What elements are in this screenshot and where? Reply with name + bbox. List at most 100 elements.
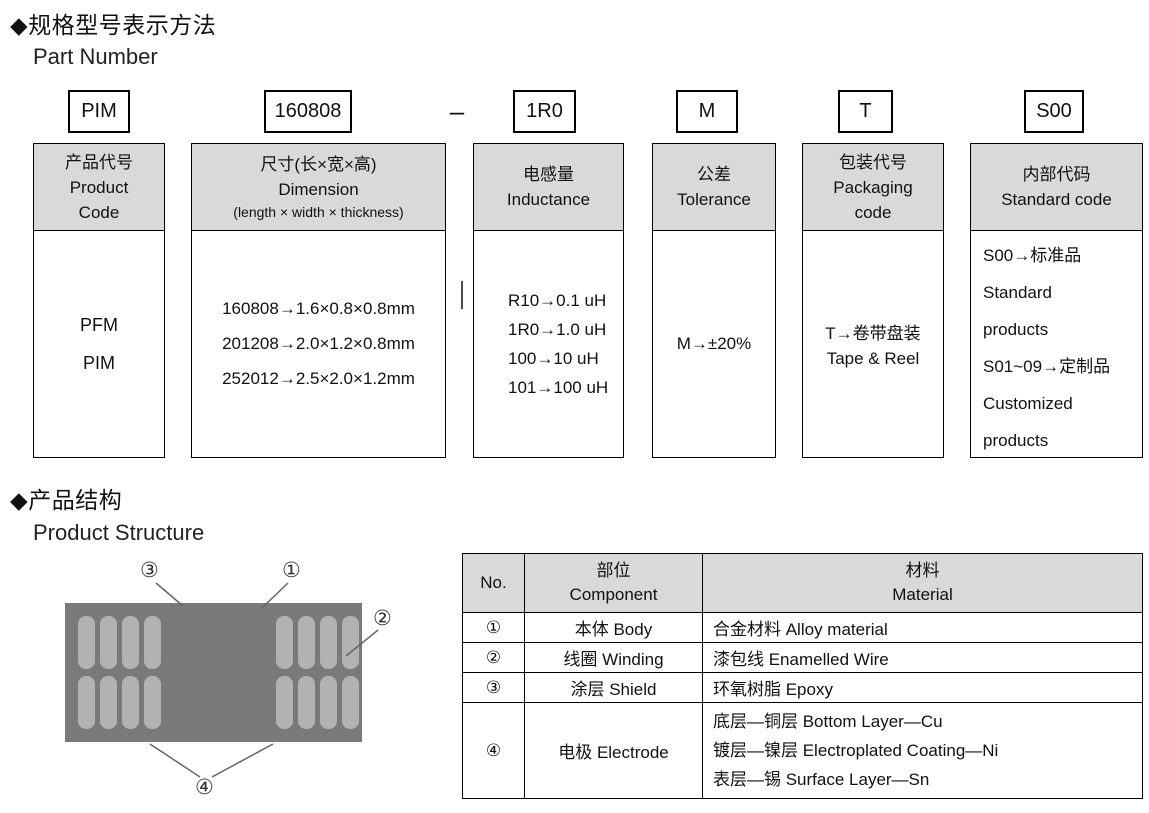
cell-component: 电极 Electrode [524,702,703,799]
section-title-part-number-cn: ◆规格型号表示方法 [10,12,217,38]
cell-material: 合金材料 Alloy material [702,612,1143,643]
pn-column-inductance-header: 电感量 Inductance [474,144,623,231]
body-line: 160808→1.6×0.8×0.8mm [222,299,415,318]
electrode-pad [298,676,315,729]
callout-shield: ③ [140,559,159,582]
material-line: 镀层—镍层 Electroplated Coating—Ni [713,741,999,760]
header-line: 包装代号 [839,152,907,172]
header-line: 电感量 [523,165,574,184]
segment-inductance: 1R0 [513,90,576,133]
pn-column-tolerance-body: M→±20% [653,231,775,457]
pn-column-inductance: 电感量 Inductance R10→0.1 uH 1R0→1.0 uH 100… [473,143,624,458]
body-line: 201208→2.0×1.2×0.8mm [222,334,415,353]
callout-winding: ② [373,607,392,630]
body-line: products [983,431,1049,450]
body-line: T→卷带盘装 [825,324,921,343]
structure-table: No. 部位 Component 材料 Material ① 本体 Body 合… [462,553,1143,799]
col-header-component: 部位 Component [524,553,703,613]
cell-no: ① [462,612,525,643]
body-line: Tape & Reel [826,349,920,368]
body-line: 101→100 uH [508,377,609,397]
material-line: 表层—锡 Surface Layer—Sn [713,770,930,789]
body-line: 1R0→1.0 uH [508,319,607,339]
table-row-shield: ③ 涂层 Shield 环氧树脂 Epoxy [462,672,1143,703]
callout-body: ① [282,559,301,582]
pn-column-standard-code-header: 内部代码 Standard code [971,144,1142,231]
electrode-pad [100,616,117,669]
material-line: 漆包线 Enamelled Wire [713,650,889,669]
cell-material: 底层—铜层 Bottom Layer—Cu 镀层—镍层 Electroplate… [702,702,1143,799]
header-line: Product [69,177,129,197]
body-line: R10→0.1 uH [508,290,607,310]
col-header-component-en: Component [569,585,658,604]
cell-component: 本体 Body [524,612,703,643]
pn-column-tolerance-header: 公差 Tolerance [653,144,775,231]
header-line: 尺寸(长×宽×高) [260,154,377,174]
body-line: S01~09→定制品 [983,357,1111,376]
header-line: Code [78,202,120,222]
cell-component: 线圈 Winding [524,642,703,673]
body-line: S00→标准品 [983,246,1082,265]
segment-standard-code: S00 [1024,90,1084,133]
pn-column-dimension-body: 160808→1.6×0.8×0.8mm 201208→2.0×1.2×0.8m… [192,231,445,457]
pn-column-inductance-body: R10→0.1 uH 1R0→1.0 uH 100→10 uH 101→100 … [474,231,623,457]
body-line: Customized [983,394,1073,413]
body-line: M→±20% [676,334,752,353]
header-line: Standard code [1001,190,1112,209]
section-title-part-number-en: Part Number [33,44,158,69]
col-header-material: 材料 Material [702,553,1143,613]
segment-product-code: PIM [68,90,130,133]
header-line: 产品代号 [65,152,133,172]
pn-column-product-code-body: PFM PIM [34,231,164,457]
cell-no: ② [462,642,525,673]
pn-column-dimension-header: 尺寸(长×宽×高) Dimension (length × width × th… [192,144,445,231]
body-line: PIM [82,352,115,373]
col-header-material-cn: 材料 [905,561,940,580]
col-header-material-en: Material [892,585,953,604]
table-row-electrode: ④ 电极 Electrode 底层—铜层 Bottom Layer—Cu 镀层—… [462,702,1143,799]
pn-column-product-code: 产品代号 Product Code PFM PIM [33,143,165,458]
header-line: Dimension [278,179,359,199]
structure-table-header-row: No. 部位 Component 材料 Material [462,553,1143,613]
electrode-pad [122,676,139,729]
segment-dimension: 160808 [264,90,352,133]
col-header-component-cn: 部位 [596,561,631,580]
electrode-pad [320,676,337,729]
electrode-pad [78,676,95,729]
header-line: 内部代码 [1022,165,1091,184]
table-row-winding: ② 线圈 Winding 漆包线 Enamelled Wire [462,642,1143,673]
pn-column-product-code-header: 产品代号 Product Code [34,144,164,231]
table-row-body: ① 本体 Body 合金材料 Alloy material [462,612,1143,643]
callout-leader-lines [149,582,379,778]
header-line: Tolerance [677,190,751,209]
electrode-pad [320,616,337,669]
pn-column-packaging: 包装代号 Packaging code T→卷带盘装 Tape & Reel [802,143,944,458]
pn-column-packaging-body: T→卷带盘装 Tape & Reel [803,231,943,457]
electrode-pad [122,616,139,669]
electrode-pad [144,616,161,669]
electrode-pad [78,616,95,669]
body-line: PFM [80,314,118,335]
col-header-no: No. [462,553,525,613]
body-line: 100→10 uH [508,348,599,368]
material-line: 环氧树脂 Epoxy [713,680,833,699]
pn-column-standard-code-body: S00→标准品 Standard products S01~09→定制品 Cus… [971,231,1142,459]
section-title-structure-cn: ◆产品结构 [10,487,123,513]
electrode-pad [298,616,315,669]
cell-component: 涂层 Shield [524,672,703,703]
electrode-pad [276,676,293,729]
pn-column-packaging-header: 包装代号 Packaging code [803,144,943,231]
electrode-pad [342,676,359,729]
segment-packaging: T [838,90,893,133]
segment-tolerance: M [676,90,738,133]
cell-no: ④ [462,702,525,799]
cell-no: ③ [462,672,525,703]
electrode-pad [276,616,293,669]
material-line: 底层—铜层 Bottom Layer—Cu [713,712,943,731]
pn-column-dimension: 尺寸(长×宽×高) Dimension (length × width × th… [191,143,446,458]
header-line: 公差 [697,165,731,184]
electrode-pad [100,676,117,729]
segment-separator: – [449,96,465,126]
header-line: Inductance [506,190,591,209]
header-line: (length × width × thickness) [233,203,404,220]
